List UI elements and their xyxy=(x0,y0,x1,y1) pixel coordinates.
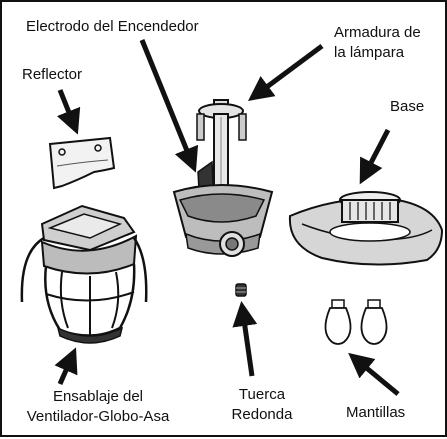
label-tuerca-line1: Tuerca xyxy=(238,386,286,403)
mantles-part xyxy=(324,299,388,345)
arrow-tuerca xyxy=(232,301,258,377)
label-electrodo: Electrodo del Encendedor xyxy=(26,18,199,35)
label-base: Base xyxy=(390,98,425,115)
arrow-armadura xyxy=(247,43,324,101)
label-ensamblaje-line1: Ensablaje del xyxy=(52,388,144,405)
round-nut-part xyxy=(235,283,247,297)
fan-globe-handle-part xyxy=(20,204,148,344)
label-mantillas: Mantillas xyxy=(346,404,406,421)
lamp-frame-part xyxy=(172,99,274,257)
base-part xyxy=(288,191,444,266)
arrow-ensamblaje xyxy=(54,347,78,386)
arrow-base xyxy=(359,128,391,185)
reflector-part xyxy=(48,136,116,190)
label-ensamblaje-line2: Ventilador-Globo-Asa xyxy=(26,408,170,425)
arrow-reflector xyxy=(56,89,81,135)
arrow-electrodo xyxy=(139,39,199,173)
arrow-mantillas xyxy=(348,352,400,396)
label-reflector: Reflector xyxy=(22,66,83,83)
label-armadura-line2: la lámpara xyxy=(334,44,405,61)
pointer-arrows xyxy=(54,39,400,396)
label-tuerca-line2: Redonda xyxy=(231,406,293,423)
label-armadura-line1: Armadura de xyxy=(334,24,421,41)
